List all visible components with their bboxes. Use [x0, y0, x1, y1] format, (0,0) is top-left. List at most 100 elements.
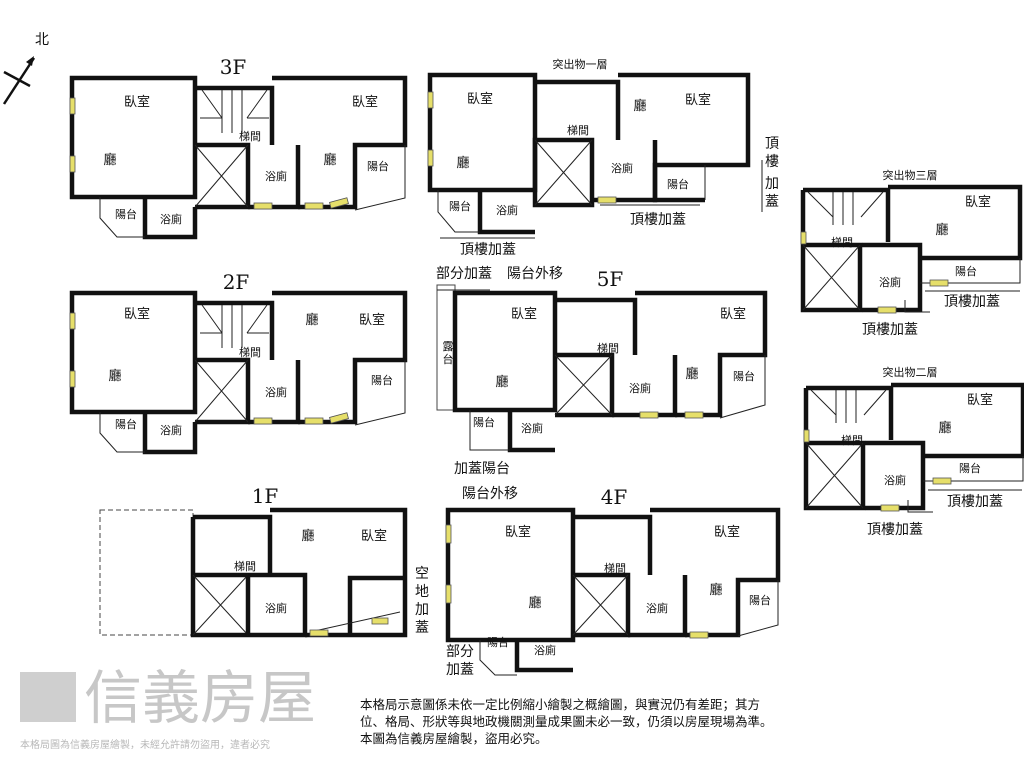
watermark: 信義房屋 本格局圖為信義房屋繪製，未經允許請勿盜用，違者必究	[20, 664, 316, 751]
side-note: 空	[415, 566, 429, 582]
room-label: 廳	[528, 595, 541, 611]
annotation: 頂樓加蓋	[947, 494, 1003, 510]
room-label: 臥室	[124, 94, 150, 110]
side-note: 頂	[765, 136, 779, 152]
room-label: 陽台	[959, 461, 981, 475]
room-label: 梯間	[239, 346, 261, 359]
room-label: 廳	[301, 528, 314, 544]
room-label: 廳	[685, 366, 698, 382]
room-label: 浴廁	[265, 385, 287, 399]
side-note: 蓋	[415, 620, 429, 636]
room-label: 廳	[495, 374, 508, 390]
annotation: 部分加蓋	[436, 266, 492, 282]
side-note: 加	[415, 602, 429, 618]
watermark-brand: 信義房屋	[84, 664, 316, 732]
annotation: 部分	[446, 644, 474, 660]
annotation: 頂樓加蓋	[867, 522, 923, 538]
brand-logo-icon	[20, 672, 76, 722]
plan-4f: 4F 臥室 廳 梯間 浴廁 廳 臥室 陽台 陽台 浴廁 陽台外移 部分 加蓋	[445, 485, 781, 678]
floor-title: 5F	[597, 267, 624, 291]
room-label: 浴廁	[496, 203, 518, 217]
floor-title: 1F	[252, 484, 279, 508]
room-label: 廳	[709, 582, 722, 598]
note-line: 本圖為信義房屋繪製，盜用必究。	[360, 731, 548, 746]
plan-2f: 2F 臥室 廳 梯間 浴廁 臥室 廳 陽台 陽台 浴廁	[70, 270, 405, 452]
room-label: 陽台	[115, 207, 137, 221]
room-label: 浴廁	[884, 473, 906, 487]
side-label: 台	[443, 352, 454, 366]
room-label: 梯間	[239, 130, 261, 143]
annotation: 加蓋	[446, 662, 474, 678]
room-label: 臥室	[124, 306, 150, 322]
annotation: 加蓋陽台	[454, 461, 510, 477]
note-line: 位、格局、形狀等與地政機關測量成果圖未必一致，仍須以房屋現場為準。	[360, 714, 773, 729]
floor-title: 突出物三層	[883, 168, 938, 182]
room-label: 浴廁	[611, 161, 633, 175]
annotation: 頂樓加蓋	[460, 242, 516, 258]
room-label: 臥室	[467, 91, 493, 107]
room-label: 梯間	[567, 124, 589, 137]
side-note: 地	[415, 584, 429, 600]
room-label: 廳	[305, 312, 318, 328]
room-label: 浴廁	[879, 275, 901, 289]
annotation: 頂樓加蓋	[630, 212, 686, 228]
room-label: 臥室	[714, 524, 740, 540]
room-label: 臥室	[352, 94, 378, 110]
room-label: 臥室	[511, 306, 537, 322]
room-label: 陽台	[667, 177, 689, 191]
room-label: 廳	[323, 152, 336, 168]
room-label: 梯間	[604, 562, 626, 575]
compass-label: 北	[35, 32, 49, 48]
annotation: 頂樓加蓋	[862, 322, 918, 338]
room-label: 臥室	[965, 194, 991, 210]
annotation: 頂樓加蓋	[944, 294, 1000, 310]
room-label: 廳	[938, 420, 951, 436]
room-label: 浴廁	[534, 643, 556, 657]
room-label: 陽台	[733, 369, 755, 383]
north-compass: 北	[2, 32, 49, 105]
room-label: 浴廁	[646, 601, 668, 615]
room-label: 浴廁	[160, 212, 182, 226]
plan-rooftop-1: 突出物一層 臥室 廳 梯間 浴廁 廳 臥室 陽台 陽台 浴廁 頂 樓 加 蓋 頂…	[427, 57, 779, 258]
room-label: 陽台	[449, 199, 471, 213]
room-label: 臥室	[505, 524, 531, 540]
room-label: 廳	[103, 152, 116, 168]
floor-title: 2F	[223, 270, 250, 294]
side-note: 樓	[765, 154, 779, 170]
room-label: 浴廁	[629, 381, 651, 395]
room-label: 陽台	[115, 417, 137, 431]
annotation: 陽台外移	[462, 486, 518, 502]
floor-title: 突出物一層	[553, 57, 608, 71]
room-label: 陽台	[955, 264, 977, 278]
room-label: 廳	[456, 155, 469, 171]
room-label: 臥室	[720, 306, 746, 322]
room-label: 廳	[108, 368, 121, 384]
room-label: 陽台	[371, 373, 393, 387]
room-label: 陽台	[367, 159, 389, 173]
room-label: 梯間	[831, 236, 853, 249]
plan-5f: 5F 臥室 廳 梯間 浴廁 廳 臥室 陽台 陽台 浴廁 露 台 部分加蓋 陽台外…	[436, 266, 768, 477]
floor-title: 4F	[601, 485, 628, 509]
side-note: 蓋	[765, 194, 779, 210]
room-label: 浴廁	[265, 601, 287, 615]
room-label: 臥室	[685, 92, 711, 108]
room-label: 浴廁	[160, 423, 182, 437]
plan-rooftop-3: 突出物三層 臥室 廳 梯間 浴廁 陽台 頂樓加蓋 頂樓加蓋	[801, 168, 1020, 338]
room-label: 陽台	[487, 635, 509, 649]
room-label: 浴廁	[265, 169, 287, 183]
room-label: 梯間	[234, 560, 256, 573]
floor-title: 突出物二層	[883, 365, 938, 379]
plan-rooftop-2: 突出物二層 臥室 廳 梯間 浴廁 陽台 頂樓加蓋 頂樓加蓋	[804, 365, 1023, 538]
room-label: 廳	[935, 222, 948, 238]
room-label: 梯間	[841, 434, 863, 447]
room-label: 陽台	[749, 593, 771, 607]
note-line: 本格局示意圖係未依一定比例縮小繪製之概繪圖，與實況仍有差距；其方	[360, 697, 761, 712]
plan-1f: 1F 梯間 浴廁 廳 臥室 空 地 加 蓋	[99, 484, 429, 638]
room-label: 廳	[633, 98, 646, 114]
watermark-text: 本格局圖為信義房屋繪製，未經允許請勿盜用，違者必究	[20, 738, 270, 751]
plan-3f: 3F 臥室 廳 梯間 浴廁 臥室 廳 陽台 陽台 浴廁	[70, 55, 405, 237]
room-label: 陽台	[473, 415, 495, 429]
floor-title: 3F	[220, 55, 247, 79]
room-label: 臥室	[361, 528, 387, 544]
